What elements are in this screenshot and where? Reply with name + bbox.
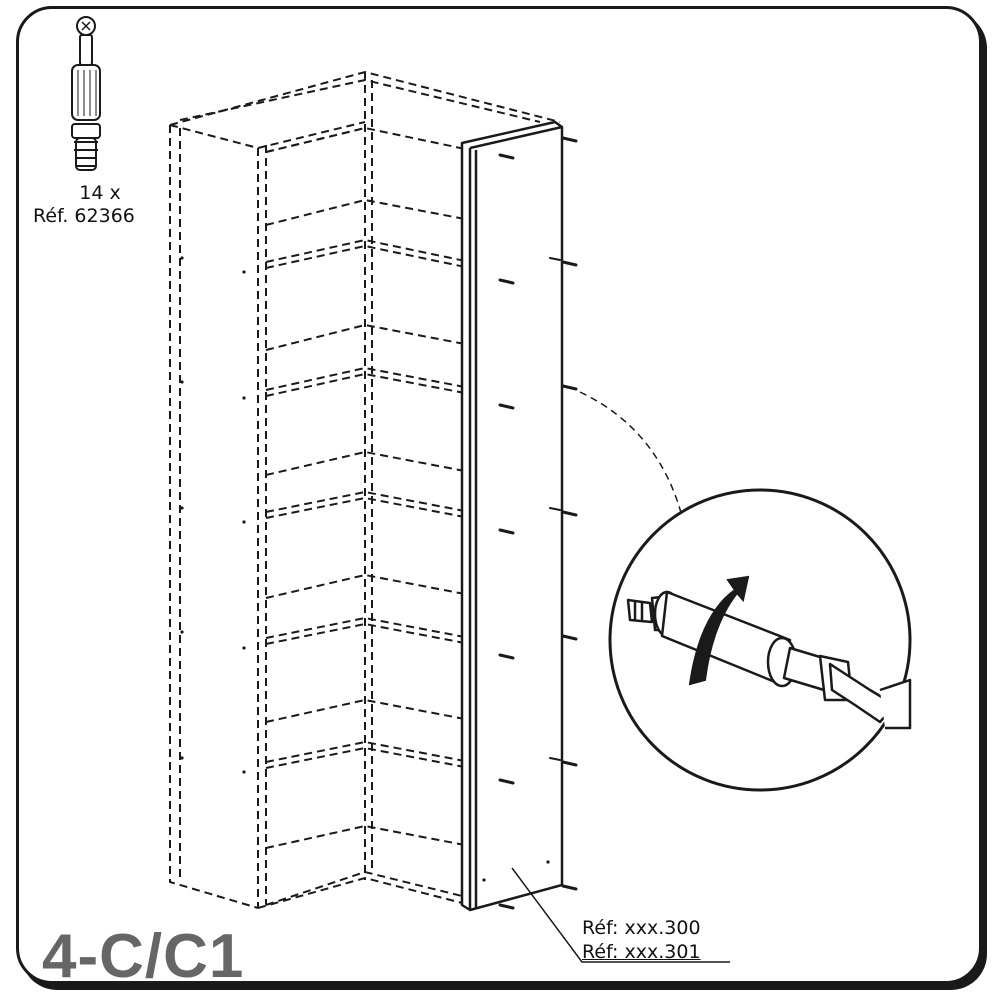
reference-leader-line [511, 867, 730, 963]
shelf-lines [265, 126, 471, 849]
detail-leader-line [579, 391, 684, 521]
side-panel [460, 120, 564, 912]
cam-bolt-icon [71, 16, 101, 171]
screwdriver-tightening-icon [608, 488, 912, 792]
cabinet-outline [169, 70, 561, 909]
panel-cam-bolts [498, 136, 578, 910]
hardware-reference: Réf. 62366 [33, 205, 135, 227]
panel-reference-301: Réf: xxx.301 [582, 941, 701, 963]
panel-holes [180, 256, 550, 882]
panel-reference-300: Réf: xxx.300 [582, 917, 701, 939]
hardware-quantity: 14 x [79, 182, 121, 204]
rotation-arrow-icon [688, 575, 750, 686]
step-label: 4-C/C1 [42, 922, 245, 991]
